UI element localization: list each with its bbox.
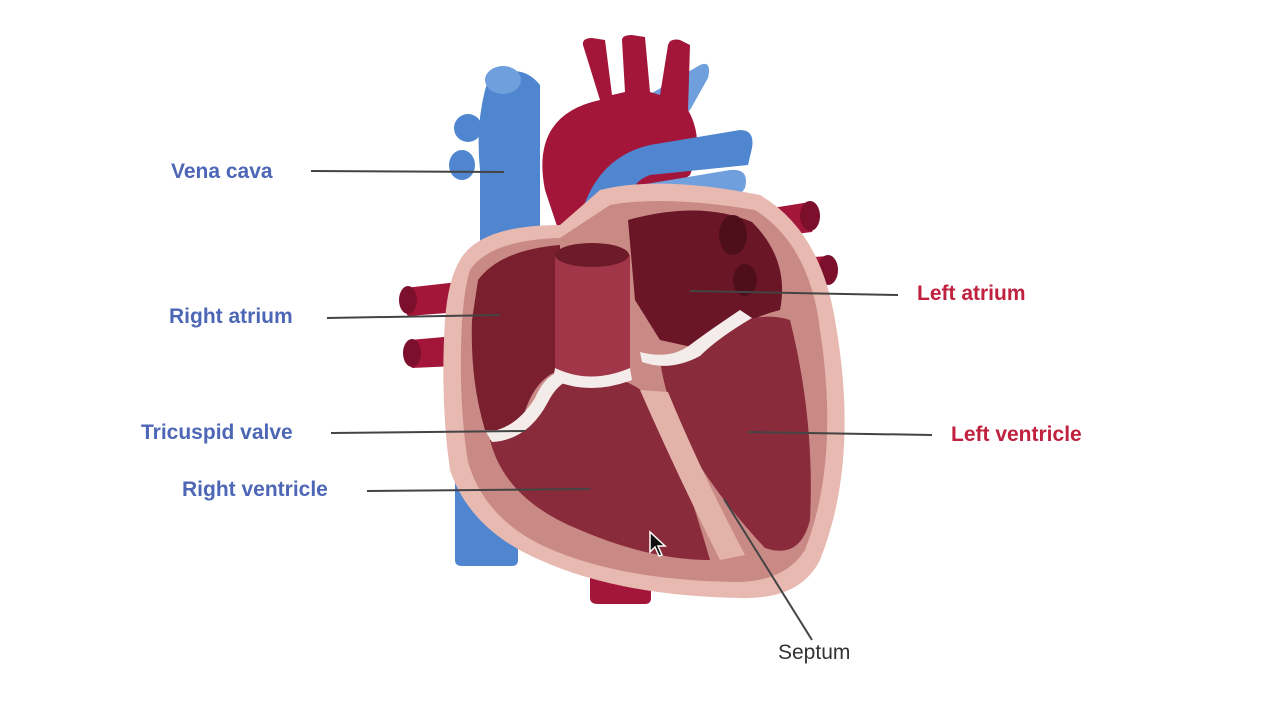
left-vein-lower-end bbox=[403, 339, 421, 367]
vena-cava-branch-1 bbox=[454, 114, 482, 142]
leader-septum bbox=[723, 498, 813, 641]
aortic-tube-top bbox=[555, 243, 629, 267]
label-left-ventricle: Left ventricle bbox=[951, 423, 1082, 446]
leader-right-atrium bbox=[326, 314, 501, 319]
vena-cava-branch-top bbox=[485, 66, 521, 94]
left-vein-upper bbox=[402, 282, 460, 316]
left-atrium-opening-2 bbox=[733, 264, 757, 296]
label-right-ventricle: Right ventricle bbox=[182, 478, 328, 501]
leader-left-atrium bbox=[689, 290, 899, 296]
label-vena-cava: Vena cava bbox=[171, 160, 273, 183]
leader-left-ventricle bbox=[747, 431, 933, 436]
tricuspid-valve-shape bbox=[486, 372, 575, 442]
label-left-atrium: Left atrium bbox=[917, 282, 1026, 305]
label-right-atrium: Right atrium bbox=[169, 305, 293, 328]
mitral-valve-shape bbox=[640, 310, 752, 366]
aortic-tube bbox=[555, 246, 630, 378]
left-vein-upper-end bbox=[399, 286, 417, 314]
leader-vena-cava bbox=[310, 170, 505, 173]
label-tricuspid-valve: Tricuspid valve bbox=[141, 421, 293, 444]
pulmonary-vein-upper-end bbox=[800, 201, 820, 231]
left-ventricle-chamber bbox=[660, 316, 811, 551]
label-septum: Septum bbox=[778, 641, 851, 664]
vena-cava-branch-2 bbox=[449, 150, 475, 180]
left-atrium-opening-1 bbox=[719, 215, 747, 255]
right-atrium-chamber bbox=[471, 245, 560, 430]
pulmonary-trunk bbox=[575, 130, 753, 250]
aortic-valve-shape bbox=[553, 368, 632, 388]
septum-wall bbox=[640, 390, 745, 560]
mouse-cursor-icon bbox=[649, 530, 667, 557]
leader-right-ventricle bbox=[366, 488, 591, 492]
leader-tricuspid-valve bbox=[330, 430, 526, 434]
